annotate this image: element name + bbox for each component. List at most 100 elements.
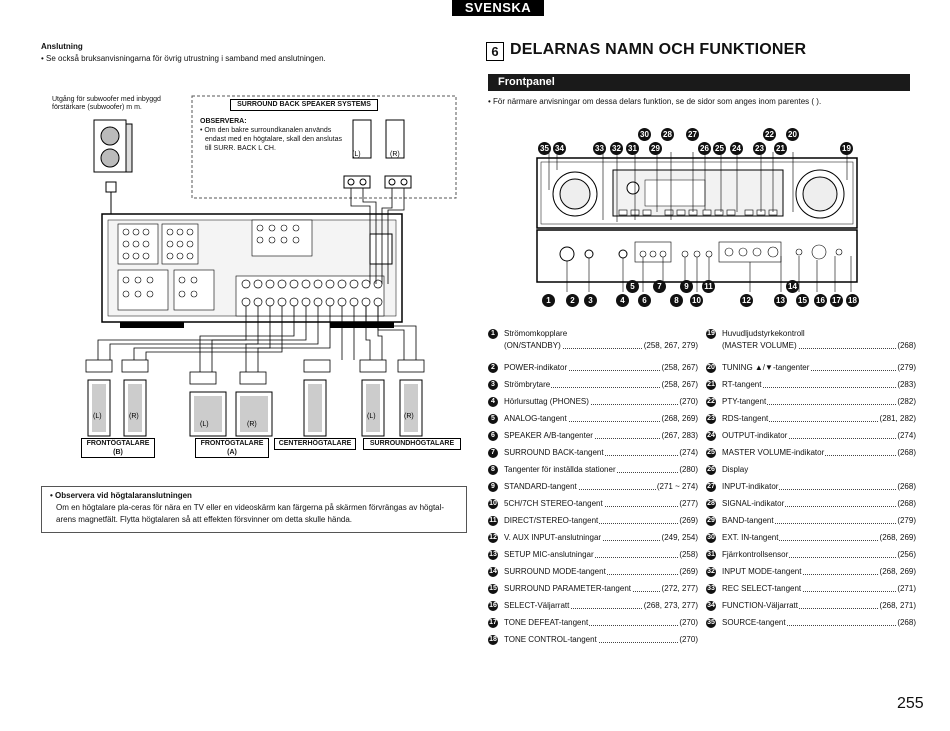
callout-34: 34 [553,142,566,155]
part-name: POWER-indikator [504,363,569,372]
callout-7: 7 [653,280,666,293]
part-name: INPUT MODE-tangent [722,567,803,576]
part-number: 11 [488,516,498,526]
part-name: SPEAKER A/B-tangenter [504,431,594,440]
callout-19: 19 [840,142,853,155]
part-number: 16 [488,601,498,611]
surround-back-title: SURROUND BACK SPEAKER SYSTEMS [230,99,378,111]
part-number: 10 [488,499,498,509]
part-pages: (267, 283) [660,431,698,440]
observera-line-2: endast med en högtalare, skall den anslu… [205,136,342,143]
part-pages: (268, 269) [878,533,916,542]
part-number: 21 [706,380,716,390]
part-number: 19 [706,329,716,339]
part-name: STANDARD-tangent [504,482,578,491]
callout-30: 30 [638,128,651,141]
part-number: 30 [706,533,716,543]
callout-33: 33 [593,142,606,155]
part-name: Hörlursuttag (PHONES) [504,397,590,406]
part-name: SURROUND BACK-tangent [504,448,605,457]
callout-12: 12 [740,294,753,307]
part-pages: (258) [678,550,698,559]
part-number: 1 [488,329,498,339]
part-number: 14 [488,567,498,577]
spk-fb-l-label: (L) [93,413,102,420]
part-pages: (256) [896,550,916,559]
callout-20: 20 [786,128,799,141]
part-pages: (258, 267, 279) [642,341,698,350]
part-pages: (272, 277) [660,584,698,593]
part-pages: (268) [896,448,916,457]
part-number: 35 [706,618,716,628]
part-name: Tangenter för inställda stationer [504,465,617,474]
surround-label: SURROUNDHÖGTALARE [363,438,461,450]
spk-fb-r-label: (R) [129,413,139,420]
part-number: 26 [706,465,716,475]
callout-11: 11 [702,280,715,293]
callout-23: 23 [753,142,766,155]
part-item: 23 RDS-tangent (281, 282) [706,414,916,428]
part-name: Huvudljudstyrkekontroll [722,329,806,338]
part-pages: (281, 282) [878,414,916,423]
part-number: 28 [706,499,716,509]
part-name-2: (ON/STANDBY) [504,341,562,350]
part-number: 4 [488,397,498,407]
part-name: RDS-tangent [722,414,770,423]
part-name: SURROUND PARAMETER-tangent [504,584,632,593]
part-name-2: (MASTER VOLUME) [722,341,798,350]
callout-4: 4 [616,294,629,307]
part-name: INPUT-indikator [722,482,780,491]
part-pages: (270) [678,635,698,644]
part-pages: (277) [678,499,698,508]
spk-fa-r-label: (R) [247,421,257,428]
section-title: Frontpanel [488,74,910,91]
callout-3: 3 [584,294,597,307]
part-pages: (249, 254) [660,533,698,542]
language-tab: SVENSKA [452,0,544,16]
center-label: CENTERHÖGTALARE [274,438,356,450]
observera-line-1: • Om den bakre surroundkanalen används [200,127,332,134]
part-pages: (271 ~ 274) [655,482,698,491]
part-pages: (268) [896,482,916,491]
part-pages: (279) [896,516,916,525]
part-name: Strömbrytare [504,380,552,389]
part-name: Display [722,465,750,474]
part-pages: (280) [678,465,698,474]
part-number: 33 [706,584,716,594]
callout-8: 8 [670,294,683,307]
part-name: 5CH/7CH STEREO-tangent [504,499,604,508]
callout-14: 14 [786,280,799,293]
part-number: 18 [488,635,498,645]
part-number: 13 [488,550,498,560]
callout-22: 22 [763,128,776,141]
front-a-label: FRONTÖGTALARE(A) [195,438,269,458]
anslutning-bullet: • Se också bruksanvisningarna för övrig … [41,54,326,63]
part-pages: (268, 273, 277) [642,601,698,610]
part-name: TUNING ▲/▼-tangenter [722,363,811,372]
callout-29: 29 [649,142,662,155]
part-number: 23 [706,414,716,424]
spk-s-l-label: (L) [367,413,376,420]
part-item: 26 Display [706,465,916,479]
part-name: TONE DEFEAT-tangent [504,618,590,627]
subwoofer-caption-2: förstärkare (subwoofer) m m. [52,104,142,111]
part-pages: (268, 271) [878,601,916,610]
callout-1: 1 [542,294,555,307]
sb-r-label: (R) [390,151,400,158]
